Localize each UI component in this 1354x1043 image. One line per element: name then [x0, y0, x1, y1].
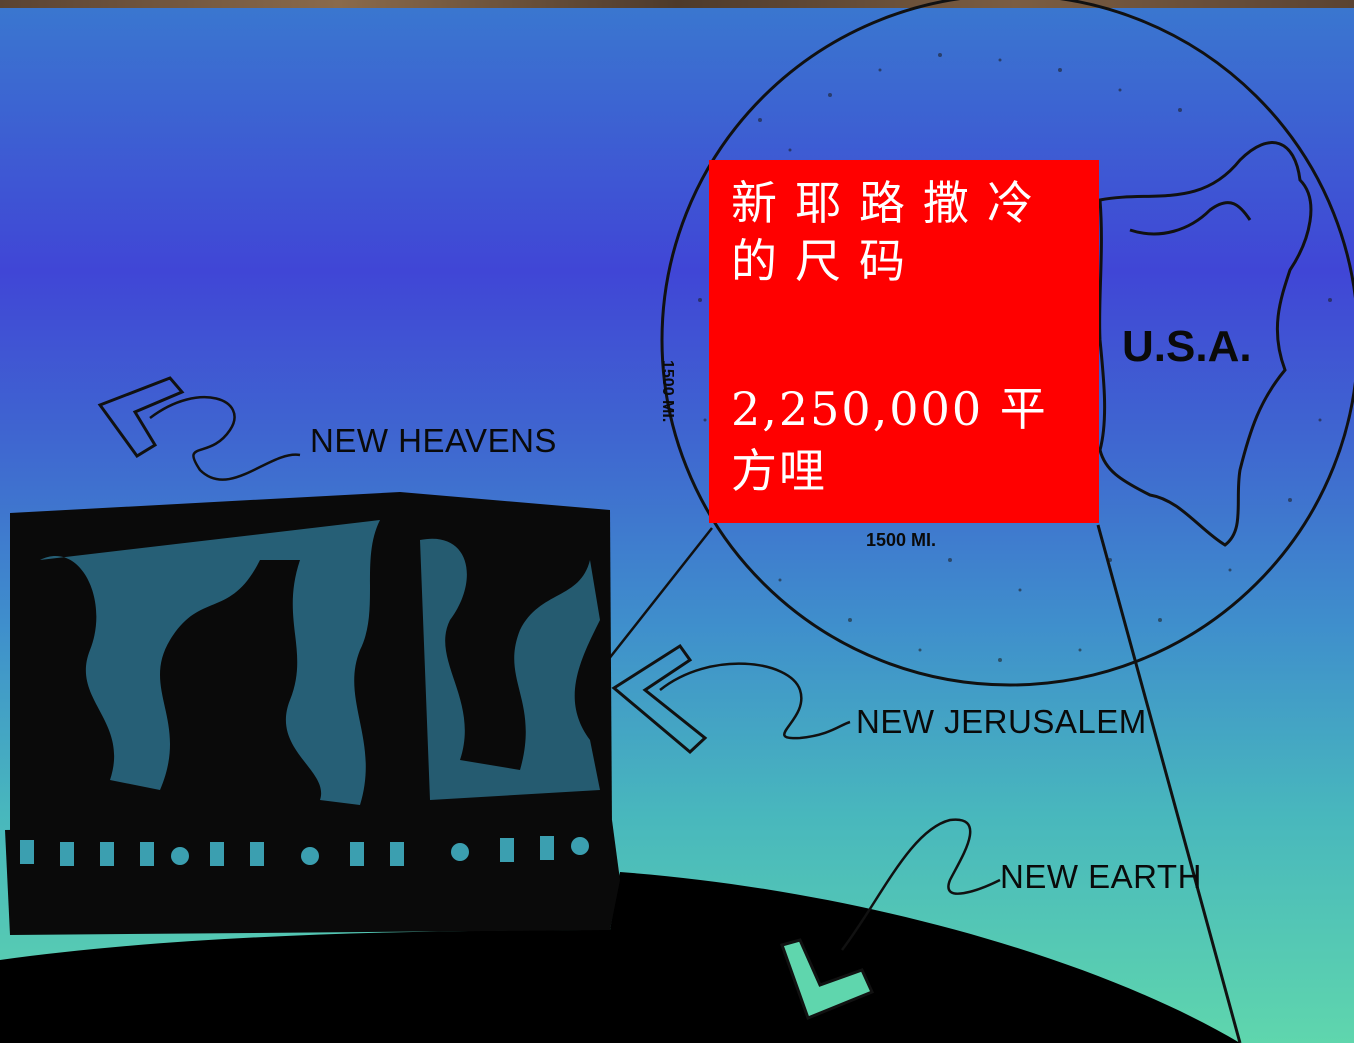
- cube-left-pattern: [40, 520, 380, 805]
- globe-outline: [660, 0, 1354, 687]
- new-jerusalem-arrow: [611, 643, 708, 755]
- new-earth-arrow: [780, 938, 875, 1020]
- globe-scale-side: 1500 MI.: [659, 360, 676, 423]
- label-new-heavens: NEW HEAVENS: [310, 422, 557, 459]
- cube-base: [5, 820, 620, 935]
- connector-line-right: [1096, 524, 1242, 1043]
- new-heavens-arrow: [97, 376, 185, 459]
- new-heavens-squiggle: [149, 395, 301, 481]
- usa-map-outline: [1098, 141, 1313, 547]
- new-earth-squiggle: [841, 818, 1001, 951]
- new-jerusalem-cube: [5, 492, 620, 935]
- label-new-earth: NEW EARTH: [1000, 858, 1202, 895]
- callout-title: 新耶路撒冷的尺码: [731, 176, 1051, 288]
- cube-base-windows: [20, 836, 589, 866]
- globe-country-label: U.S.A.: [1122, 322, 1252, 371]
- globe-scale-bottom: 1500 MI.: [866, 530, 937, 550]
- measurement-callout: 新耶路撒冷的尺码 2,250,000 平方哩: [709, 160, 1099, 523]
- new-jerusalem-squiggle: [659, 662, 851, 740]
- new-earth-ground: [0, 872, 1240, 1043]
- usa-lakes: [1129, 201, 1252, 236]
- top-border-strip: [0, 0, 1354, 8]
- callout-area: 2,250,000 平方哩: [731, 382, 1048, 498]
- connector-line-left: [607, 527, 713, 661]
- label-new-jerusalem: NEW JERUSALEM: [856, 703, 1147, 740]
- cube-right-pattern: [420, 538, 600, 800]
